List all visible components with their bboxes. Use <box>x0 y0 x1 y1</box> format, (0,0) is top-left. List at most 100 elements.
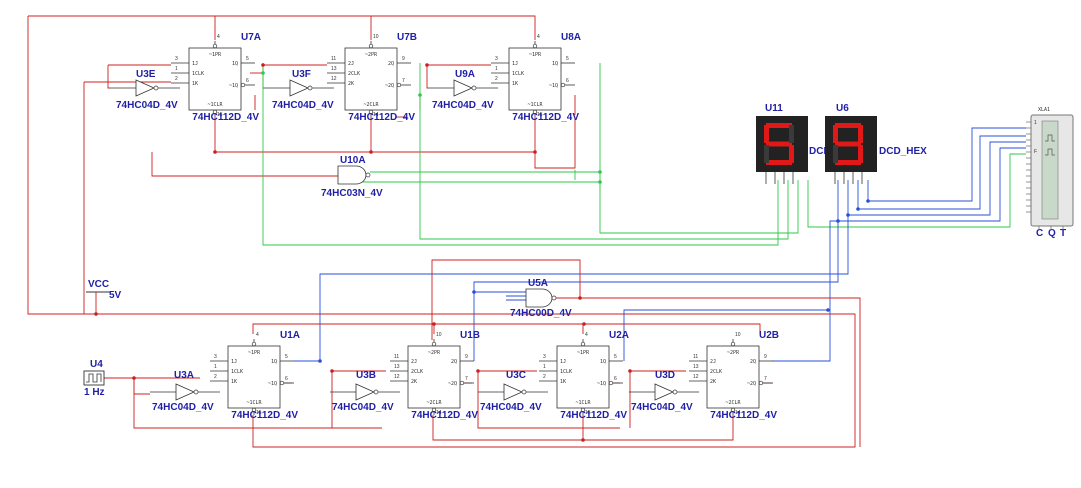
invert-bubble <box>471 85 477 91</box>
pin-num-q: 5 <box>566 56 569 62</box>
reset-rail <box>27 16 856 448</box>
segment-f <box>764 125 769 143</box>
invert-bubble <box>560 82 566 88</box>
pin-num-k: 2 <box>175 76 178 82</box>
flipflop-type: 74HC112D_4V <box>710 410 777 421</box>
pin-num-clr: 15 <box>256 410 262 416</box>
invert-bubble <box>251 407 257 413</box>
junction-dot <box>866 199 870 203</box>
segment-b <box>789 125 794 143</box>
gate-ref: U5A <box>528 278 548 289</box>
inverter-ref: U3F <box>292 69 311 80</box>
pin-num-k: 2 <box>214 374 217 380</box>
nand-out <box>431 259 581 340</box>
junction-dot <box>581 438 585 442</box>
analyzer-row-label: F <box>1034 149 1037 155</box>
q-u7b <box>419 63 789 240</box>
pin-name-clk: 1CLK <box>512 71 524 77</box>
pin-name-q: 1Q <box>271 359 277 365</box>
to-analyzer-2 <box>857 135 1026 210</box>
flipflop-ref: U2A <box>609 330 629 341</box>
invert-bubble <box>368 109 374 115</box>
inverter-type: 74HC04D_4V <box>631 402 693 413</box>
junction-dot <box>628 369 632 373</box>
inverter-ref: U3A <box>174 370 194 381</box>
clock-ref: U4 <box>90 359 103 370</box>
invert-bubble <box>672 389 678 395</box>
clock-wave-icon <box>86 373 102 383</box>
junction-dot <box>261 63 265 67</box>
flipflop-body <box>508 47 562 111</box>
flipflop-type: 74HC112D_4V <box>192 112 259 123</box>
junction-dot <box>846 213 850 217</box>
pin-num-j: 11 <box>693 354 698 360</box>
inverter-u3f: U3F 74HC04D_4V <box>264 69 334 111</box>
pin-name-clk: 2CLK <box>710 369 722 375</box>
q-u2b <box>772 220 858 362</box>
pin-num-clr: 15 <box>217 112 223 118</box>
wire <box>477 371 620 429</box>
pin-num-clk: 1 <box>214 364 217 370</box>
flipflop-u1a: ~1PR1J1CLK1K1Q~1Q~1CLR43125615U1A74HC112… <box>210 330 300 421</box>
to-analyzer-4 <box>838 147 1026 222</box>
pin-name-j: 2J <box>411 359 417 365</box>
pin-name-q: 2Q <box>388 61 394 67</box>
invert-bubble <box>521 389 527 395</box>
pin-name-clk: 1CLK <box>192 71 204 77</box>
segment-f <box>833 125 838 143</box>
pin-name-pr: ~1PR <box>577 350 590 356</box>
junction-dot <box>582 322 586 326</box>
inverter-body <box>355 383 375 401</box>
segment-g <box>835 141 861 147</box>
analyzer-pin-label: Q <box>1048 228 1056 239</box>
segment-e <box>764 145 769 163</box>
pin-name-k: 2K <box>348 81 354 87</box>
flipflop-body <box>227 345 281 409</box>
pin-name-qn: ~1Q <box>549 83 558 89</box>
inverter-type: 74HC04D_4V <box>116 100 178 111</box>
pin-num-clk: 13 <box>331 66 337 72</box>
pin-num-q: 5 <box>285 354 288 360</box>
segment-b <box>858 125 863 143</box>
flipflop-ref: U2B <box>759 330 779 341</box>
flipflop-body <box>556 345 610 409</box>
pin-name-clk: 1CLK <box>231 369 243 375</box>
q-u1b <box>473 180 839 361</box>
pin-name-qn: ~1Q <box>229 83 238 89</box>
junction-dot <box>330 369 334 373</box>
junction-dot <box>598 170 602 174</box>
wave-icon <box>1045 148 1055 156</box>
to-analyzer-3 <box>848 141 1026 216</box>
junction-dot <box>836 219 840 223</box>
pin-num-qn: 6 <box>566 78 569 84</box>
pin-name-pr: ~1PR <box>529 52 542 58</box>
segment-c <box>789 145 794 163</box>
invert-bubble <box>212 43 218 49</box>
inverter-type: 74HC04D_4V <box>272 100 334 111</box>
pin-num-pr: 4 <box>217 34 220 40</box>
invert-bubble <box>532 43 538 49</box>
junction-dot <box>132 376 136 380</box>
invert-bubble <box>532 109 538 115</box>
pin-name-j: 2J <box>348 61 354 67</box>
flipflop-ref: U8A <box>561 32 581 43</box>
pin-name-k: 2K <box>710 379 716 385</box>
pin-num-q: 5 <box>246 56 249 62</box>
invert-bubble <box>240 82 246 88</box>
flipflop-u8a: ~1PR1J1CLK1K1Q~1Q~1CLR43125615U8A74HC112… <box>491 32 581 123</box>
wire <box>133 378 150 395</box>
inverter-type: 74HC04D_4V <box>480 402 542 413</box>
pin-name-pr: ~2PR <box>365 52 378 58</box>
pin-num-clr: 14 <box>373 112 379 118</box>
clr-upper <box>214 117 536 153</box>
junction-dot <box>533 150 537 154</box>
wire <box>133 378 382 429</box>
pin-name-j: 1J <box>192 61 198 67</box>
analyzer-pin-label: T <box>1060 228 1066 239</box>
pin-num-k: 2 <box>495 76 498 82</box>
